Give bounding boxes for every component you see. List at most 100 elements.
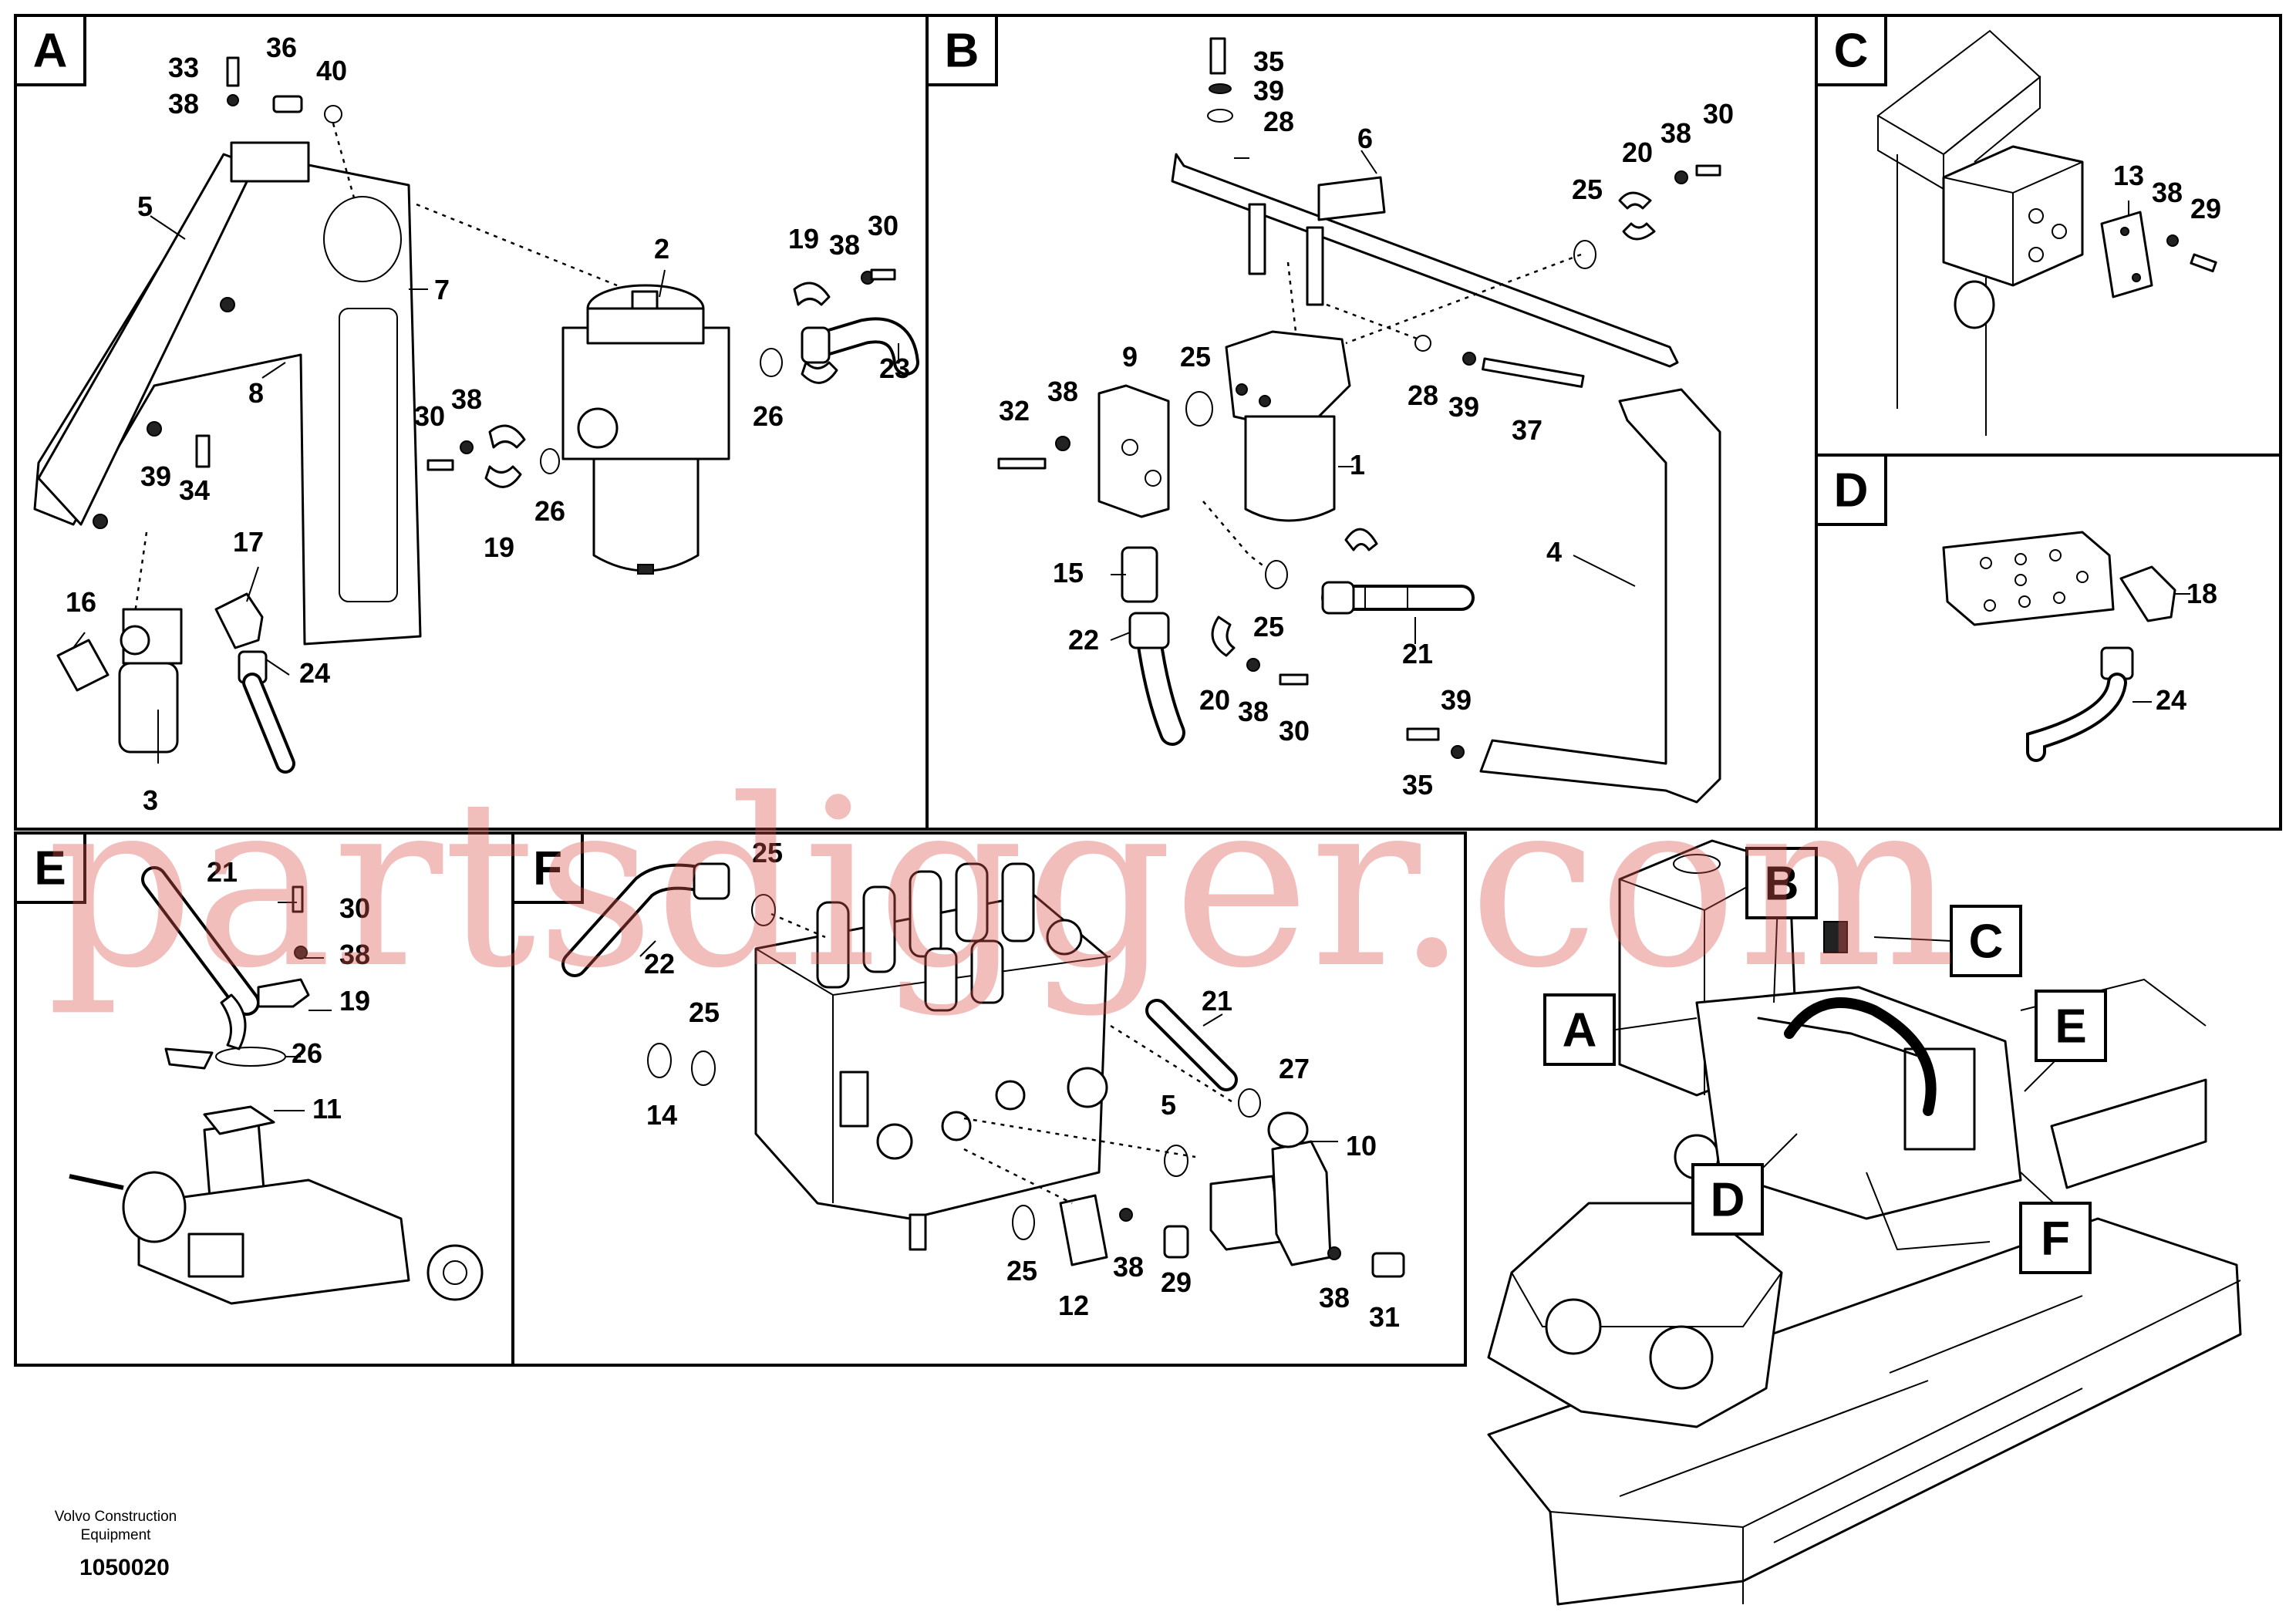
plate-13 (2100, 211, 2153, 298)
label: 38 (1238, 696, 1269, 727)
label: 21 (1402, 638, 1433, 669)
label: 17 (233, 526, 264, 558)
panel-f: F (511, 831, 1467, 1367)
o-ring-27 (1238, 1088, 1261, 1118)
elbow-10 (1271, 1140, 1332, 1266)
label: 38 (1660, 117, 1691, 149)
o-ring-26 (215, 1047, 286, 1067)
hose-23 (801, 317, 919, 376)
washer-39c (1451, 745, 1465, 759)
bolt-30b (426, 459, 454, 471)
guide (963, 1148, 1073, 1205)
label: 2 (654, 233, 669, 265)
washer-38 (294, 946, 308, 959)
filter-cap-body (586, 307, 705, 345)
bolt-31 (1371, 1252, 1405, 1278)
label: 25 (1006, 1255, 1037, 1286)
o-ring-14 (691, 1050, 716, 1086)
watermark: partsdigger.com (46, 750, 1957, 1019)
overview-letter-c: C (1969, 916, 2004, 969)
guide (332, 123, 356, 201)
valve-plug (1954, 280, 1995, 329)
bar-6 (1171, 153, 1679, 368)
tank-top (1876, 29, 2041, 156)
flange-10 (1209, 1175, 1282, 1251)
bolt-32 (997, 457, 1047, 470)
bolt-29 (1163, 1225, 1189, 1259)
o-ring-25b (647, 1043, 672, 1078)
label: 37 (1512, 414, 1542, 446)
label: 35 (1253, 46, 1284, 77)
label: 7 (434, 274, 450, 305)
bar-leg (1248, 203, 1266, 275)
washer-28 (1207, 109, 1233, 123)
o-ring-25b (1265, 560, 1288, 589)
washer-38c (1674, 170, 1688, 184)
washer-38b (1327, 1246, 1341, 1260)
overview-callout-d (1691, 1163, 1764, 1236)
filter-bowl (592, 457, 700, 572)
filter-drain (637, 564, 654, 575)
bar-leg (1306, 226, 1324, 306)
guide (1286, 261, 1297, 332)
flange-square (187, 1233, 244, 1278)
filter-1 (1225, 330, 1351, 522)
panel-e: E 21 30 38 19 26 11 (14, 831, 514, 1367)
bar-6-block (1317, 176, 1386, 221)
overview-callout-b (1745, 847, 1818, 919)
label: 4 (1546, 536, 1562, 568)
o-ring-25 (751, 894, 776, 926)
elbow-17 (214, 592, 264, 649)
label: 18 (2186, 578, 2217, 609)
plate-12 (1059, 1194, 1108, 1266)
panel-b-letter-box (925, 14, 998, 86)
manifold-11-flange (203, 1105, 275, 1135)
label: 34 (179, 474, 210, 506)
label: 26 (534, 495, 565, 527)
label: 40 (316, 55, 347, 86)
label: 14 (646, 1099, 677, 1131)
flange-19c (488, 424, 526, 449)
washer-40 (324, 105, 342, 123)
label: 29 (1161, 1266, 1192, 1298)
washer-38b (460, 440, 474, 454)
label: 39 (1253, 75, 1284, 106)
boom-mount (1487, 1202, 1783, 1428)
label: 39 (140, 460, 171, 492)
guide (1326, 303, 1420, 341)
label: 5 (1161, 1089, 1176, 1121)
label: 38 (2152, 177, 2183, 208)
label: 13 (2113, 160, 2144, 191)
label: 26 (753, 400, 784, 432)
label: 24 (2156, 684, 2186, 716)
panel-d: D 18 24 (1815, 454, 2282, 831)
label: 27 (1279, 1053, 1310, 1084)
flange-19 (793, 282, 831, 306)
overview-letter-e: E (2055, 1000, 2086, 1054)
panel-f-frame (511, 831, 1467, 1367)
hose-22-fitting (693, 862, 730, 900)
label: 30 (1703, 98, 1734, 130)
o-ring-25c (1012, 1205, 1035, 1240)
label: 20 (1199, 684, 1230, 716)
panel-c-letter: C (1834, 25, 1869, 78)
label: 38 (339, 939, 370, 970)
bolt-30 (292, 885, 304, 913)
bolt-hole (220, 297, 235, 312)
filter-3 (56, 592, 295, 774)
label: 39 (1441, 684, 1472, 716)
label: 36 (266, 32, 297, 63)
label: 21 (1202, 985, 1232, 1017)
label: 23 (879, 352, 910, 384)
washer-38 (1055, 436, 1070, 451)
label: 3 (143, 784, 158, 816)
panel-e-letter: E (34, 842, 66, 895)
label: 35 (1402, 769, 1433, 801)
elbow-18 (2119, 565, 2176, 622)
label: 31 (1369, 1301, 1400, 1333)
drawing-number: 1050020 (79, 1555, 170, 1580)
bolt-34 (195, 434, 211, 468)
panel-e-letter-box (14, 831, 86, 904)
bolt-30 (870, 268, 896, 281)
